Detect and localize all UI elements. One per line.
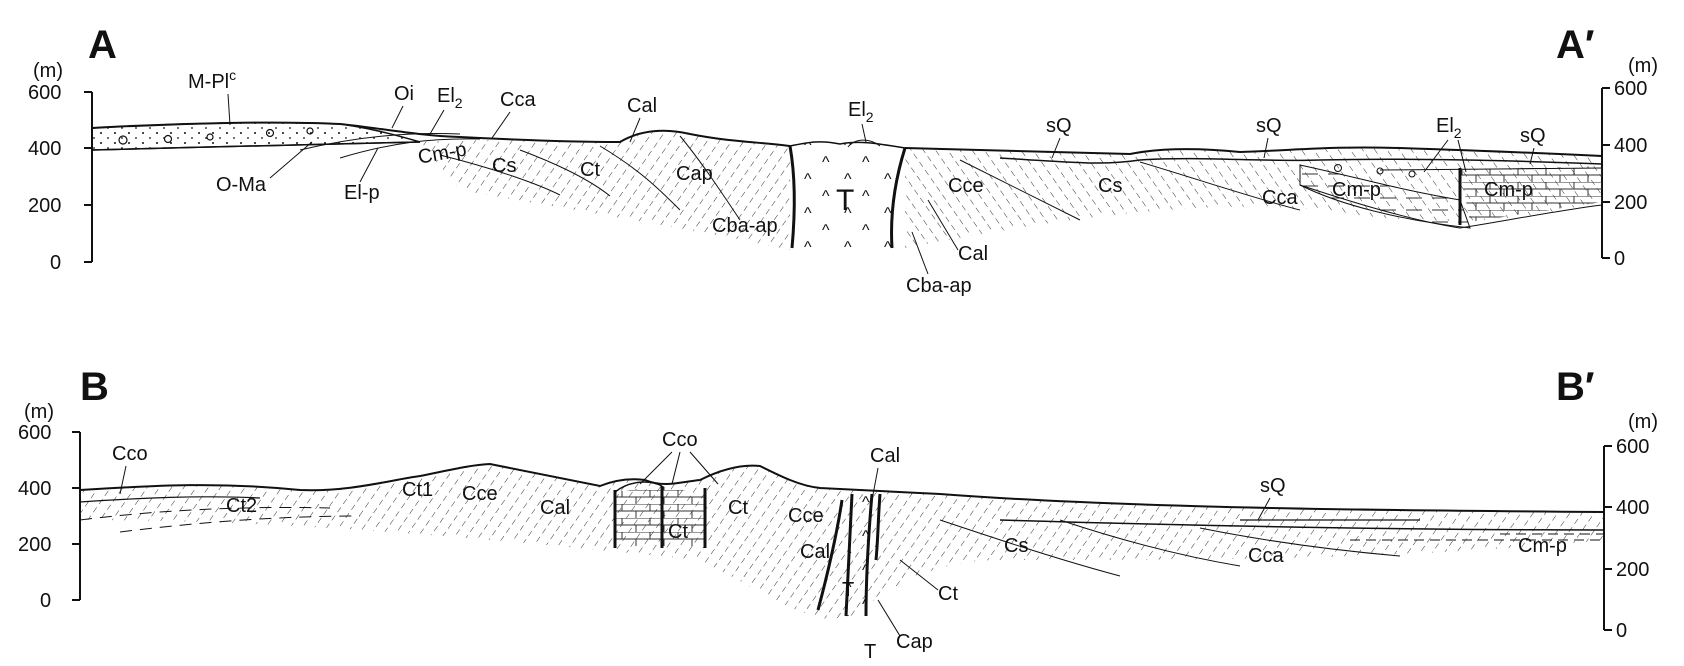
- label-ct-right: Ct: [938, 583, 958, 605]
- label-cal-dike: Cal: [800, 541, 830, 563]
- label-ct-left: Ct: [580, 159, 600, 181]
- section-b-left-scale: (m) 600 400 200 0: [18, 401, 80, 612]
- label-sq-2: sQ: [1256, 115, 1282, 137]
- label-t-bottom: T: [864, 641, 876, 663]
- section-b-right-unit: (m): [1628, 411, 1658, 433]
- label-t-intrusion: T: [836, 184, 854, 217]
- section-b-left-tick-0: 0: [40, 590, 51, 612]
- section-a-right-tick-200: 200: [1614, 192, 1647, 214]
- label-cca-left: Cca: [500, 89, 536, 111]
- section-b-right-tick-400: 400: [1616, 497, 1649, 519]
- label-cm-p: Cm-p: [1518, 535, 1567, 557]
- label-sq-3: sQ: [1520, 125, 1546, 147]
- section-a-right-tick-400: 400: [1614, 135, 1647, 157]
- section-a-left-tick-200: 200: [28, 195, 61, 217]
- label-t-dike: T: [842, 579, 854, 601]
- section-b-right-tick-600: 600: [1616, 436, 1649, 458]
- label-cca-right: Cca: [1262, 187, 1298, 209]
- label-oi: Oi: [394, 83, 414, 105]
- section-a-left-tick-400: 400: [28, 138, 61, 160]
- label-sq-1: sQ: [1046, 115, 1072, 137]
- section-b-left-tick-400: 400: [18, 478, 51, 500]
- section-a-right-tick-600: 600: [1614, 78, 1647, 100]
- label-cs-right: Cs: [1098, 175, 1122, 197]
- label-cap: Cap: [896, 631, 933, 653]
- label-el2-mid: El2: [848, 99, 874, 125]
- label-cca: Cca: [1248, 545, 1284, 567]
- section-a-right-scale: (m) 600 400 200 0: [1602, 55, 1658, 270]
- label-cm-p-mid: Cm-p: [1332, 179, 1381, 201]
- section-a-right-unit: (m): [1628, 55, 1658, 77]
- section-a-right-label: A′: [1556, 23, 1594, 67]
- label-ct1: Ct1: [402, 479, 433, 501]
- label-cm-p-right: Cm-p: [1484, 179, 1533, 201]
- section-a: A A′ (m) 600 400 200 0 (m) 600 400 200: [28, 23, 1658, 297]
- section-b: B B′ (m) 600 400 200 0 (m) 600 400 200: [18, 365, 1658, 663]
- section-b-left-tick-200: 200: [18, 534, 51, 556]
- label-m-plc: M-Plc: [188, 67, 236, 93]
- label-el-p: El-p: [344, 182, 380, 204]
- label-cal-top: Cal: [870, 445, 900, 467]
- section-b-left-label: B: [80, 365, 109, 409]
- label-cba-ap-right: Cba-ap: [906, 275, 972, 297]
- label-cco-mid: Cco: [662, 429, 698, 451]
- label-el2-left: El2: [437, 85, 463, 111]
- label-cco-left: Cco: [112, 443, 148, 465]
- section-a-left-unit: (m): [33, 60, 63, 82]
- section-b-right-tick-200: 200: [1616, 559, 1649, 581]
- label-cce-mid: Cce: [788, 505, 824, 527]
- label-el2-right: El2: [1436, 115, 1462, 141]
- section-b-right-label: B′: [1556, 365, 1594, 409]
- label-o-ma: O-Ma: [216, 174, 267, 196]
- section-a-left-tick-0: 0: [50, 252, 61, 274]
- label-cal-right: Cal: [958, 243, 988, 265]
- label-cal-left: Cal: [627, 95, 657, 117]
- section-a-left-scale: (m) 600 400 200 0: [28, 60, 92, 274]
- label-cce: Cce: [948, 175, 984, 197]
- section-a-right-tick-0: 0: [1614, 248, 1625, 270]
- label-cal-left: Cal: [540, 497, 570, 519]
- section-a-left-label: A: [88, 23, 117, 67]
- label-ct2: Ct2: [226, 495, 257, 517]
- section-b-left-unit: (m): [24, 401, 54, 423]
- label-cce-left: Cce: [462, 483, 498, 505]
- label-ct-block: Ct: [668, 521, 688, 543]
- section-b-right-scale: (m) 600 400 200 0: [1604, 411, 1658, 642]
- label-sq: sQ: [1260, 475, 1286, 497]
- label-cs: Cs: [1004, 535, 1028, 557]
- label-cba-ap-left: Cba-ap: [712, 215, 778, 237]
- section-b-left-tick-600: 600: [18, 422, 51, 444]
- label-ct-mid: Ct: [728, 497, 748, 519]
- label-cap: Cap: [676, 163, 713, 185]
- section-a-left-tick-600: 600: [28, 82, 61, 104]
- label-cs-left: Cs: [492, 155, 516, 177]
- section-b-right-tick-0: 0: [1616, 620, 1627, 642]
